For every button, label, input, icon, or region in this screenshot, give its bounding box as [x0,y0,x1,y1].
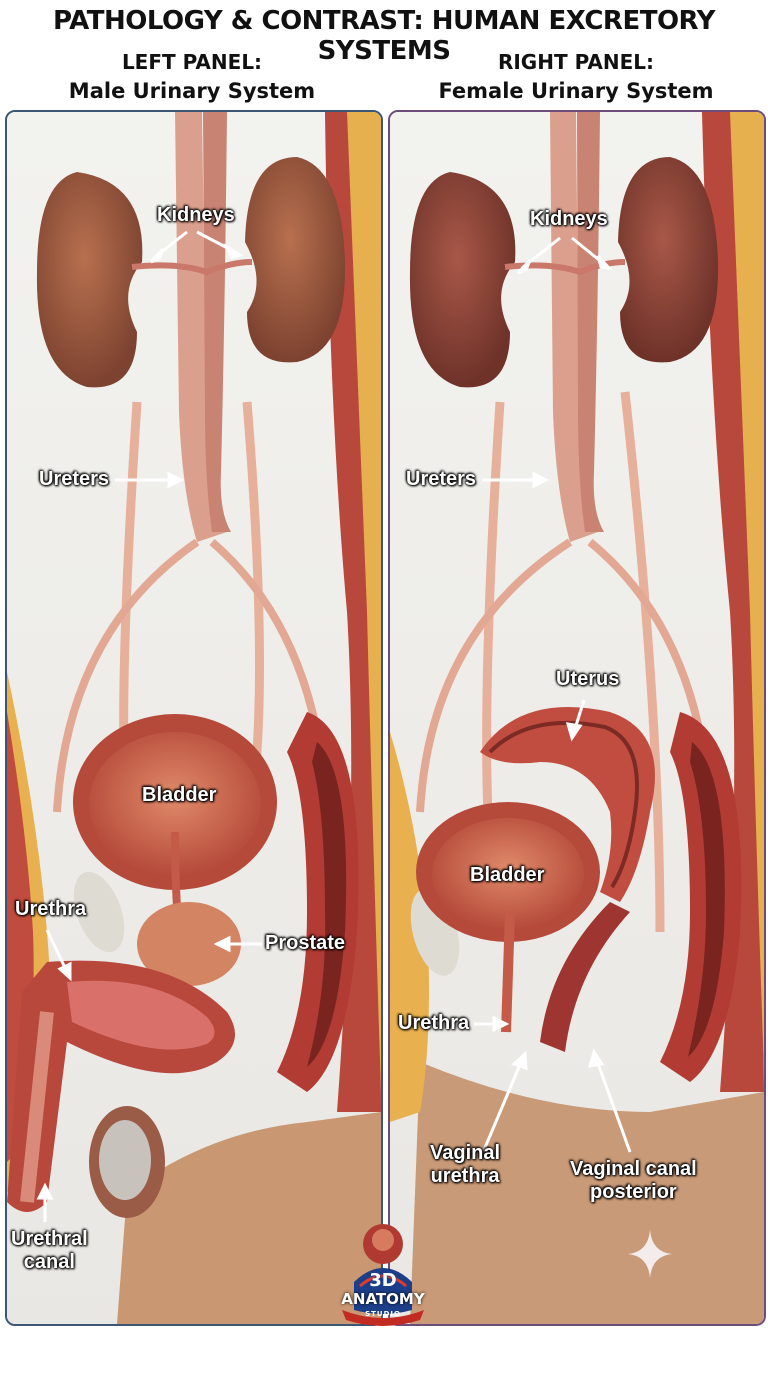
right-panel-label: RIGHT PANEL: [497,50,655,74]
female-anatomy-panel: Kidneys Ureters Uterus Bladder Urethra V… [388,110,766,1326]
page-title: PATHOLOGY & CONTRAST: HUMAN EXCRETORY SY… [53,6,715,66]
label-uterus: Uterus [556,668,620,690]
label-bladder: Bladder [142,784,217,806]
label-vaginal-urethra: Vaginal urethra [430,1142,501,1187]
male-anatomy-illustration [7,112,381,1324]
male-anatomy-panel: Kidneys Ureters Bladder Urethra Prostate… [5,110,383,1326]
left-panel-subtitle: Male Urinary System [68,79,316,103]
left-panel-heading: LEFT PANEL: Male Urinary System [0,48,384,106]
label-vaginal-canal-posterior: Vaginal canal posterior [570,1158,697,1203]
label-kidneys: Kidneys [530,208,608,230]
label-urethra: Urethra [15,898,87,920]
label-ureters: Ureters [39,468,110,490]
label-ureters: Ureters [406,468,477,490]
logo-text-anatomy: ANATOMY [341,1290,425,1308]
logo-text-studio: STUDIO [365,1310,401,1318]
anatomy-studio-logo: 3D ANATOMY STUDIO [334,1214,432,1326]
right-panel-subtitle: Female Urinary System [438,79,714,103]
label-kidneys: Kidneys [157,204,235,226]
right-panel-heading: RIGHT PANEL: Female Urinary System [384,48,768,106]
label-urethra: Urethra [398,1012,470,1034]
logo-emblem-icon [342,1224,424,1326]
label-urethral-canal: Urethral canal [11,1228,88,1273]
logo-text-3d: 3D [369,1270,397,1291]
label-bladder: Bladder [470,864,545,886]
label-prostate: Prostate [265,932,346,954]
left-panel-label: LEFT PANEL: [121,50,263,74]
